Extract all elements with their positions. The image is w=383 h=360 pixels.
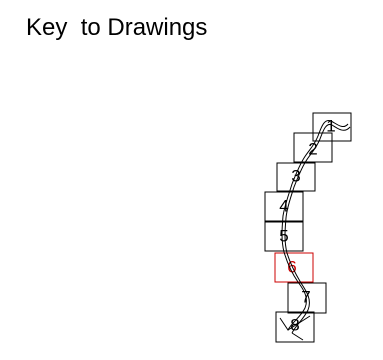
sheet-3[interactable]: 3 bbox=[277, 163, 315, 191]
sheet-7[interactable]: 7 bbox=[288, 283, 326, 313]
sheet-4[interactable]: 4 bbox=[265, 192, 303, 221]
sheet-5-label: 5 bbox=[279, 227, 288, 246]
sheet-6[interactable]: 6 bbox=[275, 253, 313, 282]
sheet-5[interactable]: 5 bbox=[265, 222, 303, 251]
